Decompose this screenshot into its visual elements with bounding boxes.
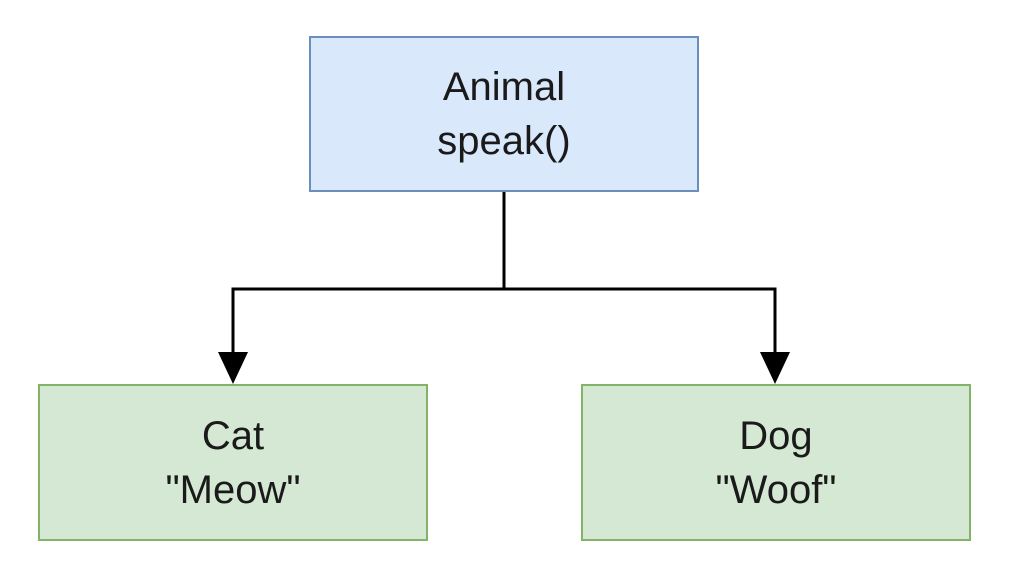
cat-class-title: Cat [201, 413, 265, 458]
animal-class-title: Animal [442, 65, 566, 109]
arrowhead-to-dog [760, 352, 790, 384]
cat-class-node[interactable]: Cat "Meow" [38, 384, 428, 541]
arrowhead-to-cat [218, 352, 248, 384]
animal-class-method: speak() [437, 119, 571, 163]
cat-class-sound: "Meow" [165, 467, 301, 512]
animal-class-node[interactable]: Animal speak() [309, 36, 699, 192]
dog-class-title: Dog [739, 413, 813, 458]
connector-branch [231, 287, 777, 354]
dog-class-sound: "Woof" [715, 467, 837, 512]
dog-class-node[interactable]: Dog "Woof" [581, 384, 971, 541]
